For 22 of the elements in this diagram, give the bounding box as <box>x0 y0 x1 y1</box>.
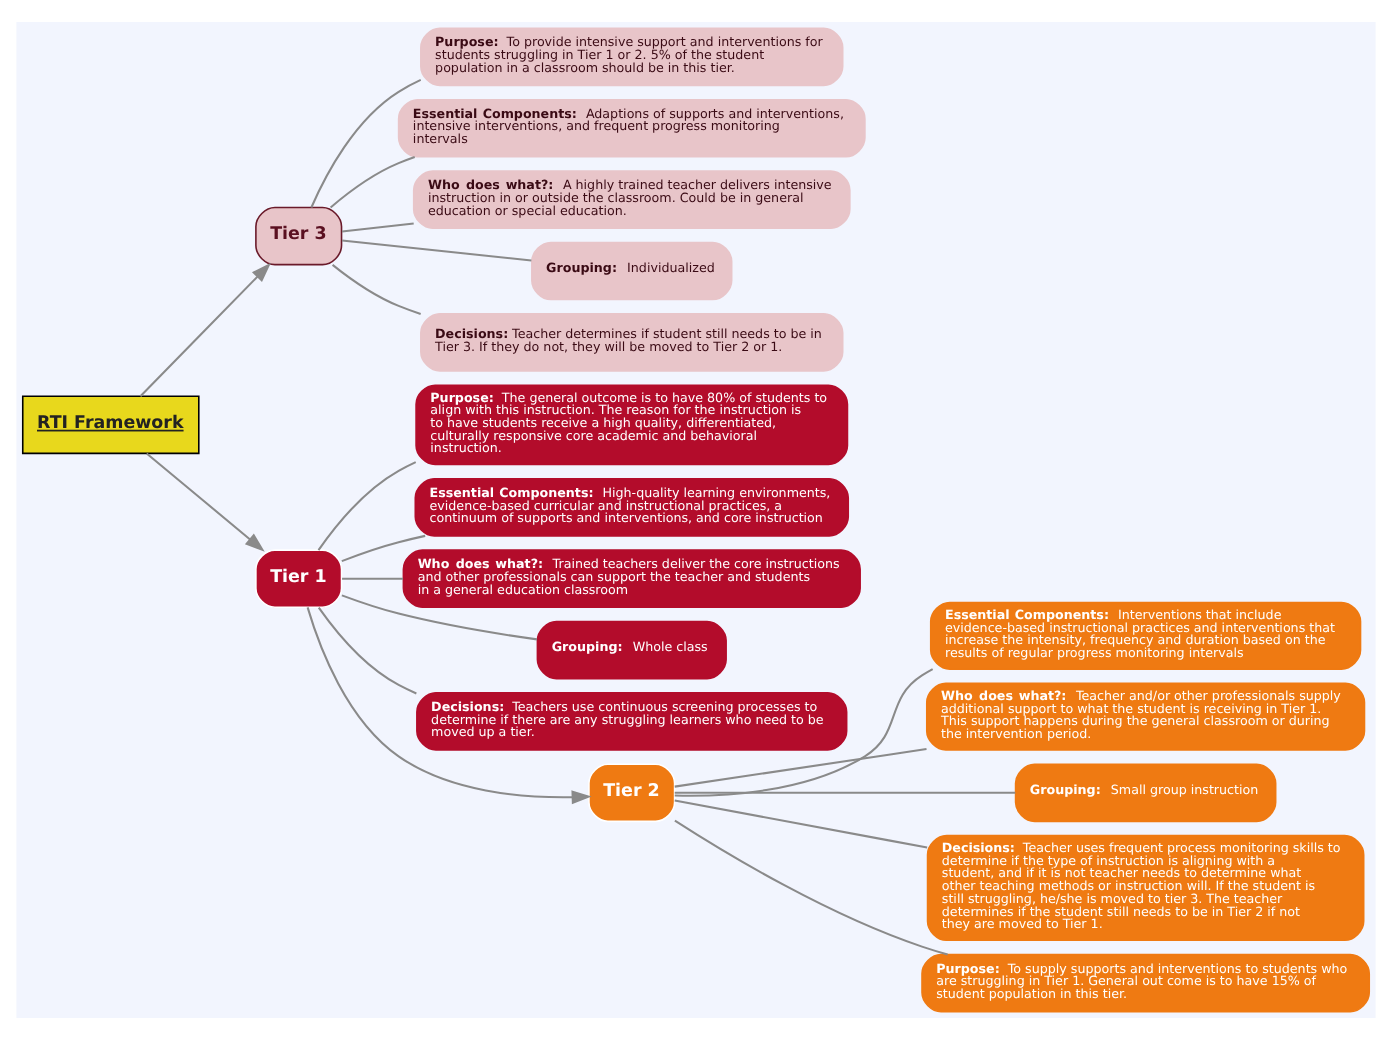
connector <box>317 461 417 551</box>
node-box: Tier 1 <box>255 549 343 609</box>
arrow <box>139 262 271 397</box>
node-box: RTI Framework <box>21 395 200 455</box>
connector <box>317 607 417 695</box>
connector <box>674 748 927 788</box>
connector <box>674 799 928 849</box>
connector <box>674 819 948 956</box>
connector <box>341 594 538 641</box>
connector <box>329 156 416 209</box>
connector <box>341 534 426 563</box>
arrow <box>306 607 592 805</box>
connector <box>331 264 421 315</box>
connector <box>674 791 1016 794</box>
node-box: Tier 3 <box>255 206 343 266</box>
arrow <box>146 452 265 552</box>
connector <box>341 239 532 262</box>
node-box: Tier 2 <box>588 763 676 823</box>
connector <box>341 222 414 233</box>
connector <box>310 78 422 208</box>
connector <box>674 668 934 797</box>
connector <box>342 577 403 580</box>
